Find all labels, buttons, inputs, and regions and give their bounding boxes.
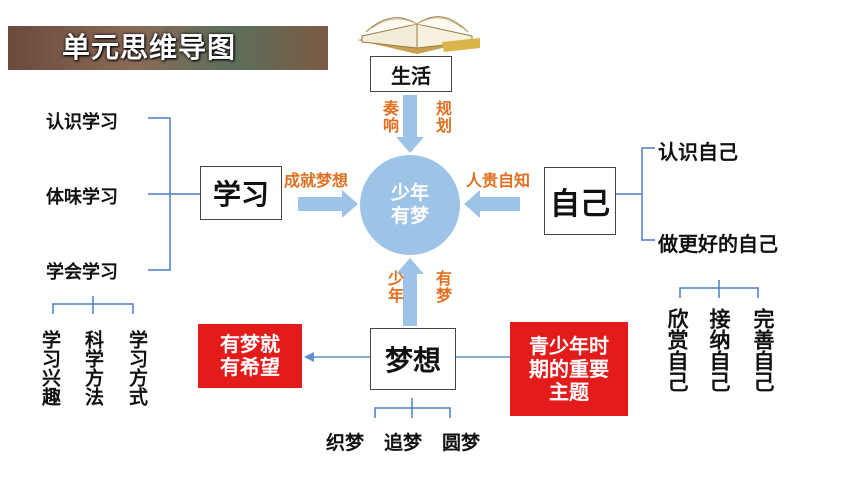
dream-sub-chase: 追梦: [384, 432, 423, 454]
label-have-dream: 有梦: [433, 270, 452, 304]
book-icon: [352, 2, 482, 62]
node-self-label: 自己: [550, 187, 610, 222]
node-life: 生活: [370, 56, 452, 92]
study-item-learn: 学会学习: [46, 262, 118, 283]
red-box-theme: 青少年时 期的重要 主题: [510, 322, 628, 416]
center-node: 少年 有梦: [360, 155, 460, 255]
self-sub-appreciate: 欣赏自己: [665, 308, 689, 392]
center-line2: 有梦: [390, 205, 429, 227]
node-self: 自己: [544, 167, 616, 235]
study-sub-method: 科学方法: [82, 330, 104, 406]
study-item-know: 认识学习: [46, 112, 118, 133]
study-item-experience: 体味学习: [46, 187, 118, 208]
red-box-theme-line1: 青少年时: [529, 333, 609, 358]
red-box-theme-line2: 期的重要: [529, 356, 609, 381]
center-line1: 少年: [390, 182, 429, 205]
red-box-hope-line1: 有梦就: [220, 332, 280, 356]
label-self-knowledge: 人贵自知: [466, 171, 531, 190]
node-study-label: 学习: [212, 178, 269, 211]
dream-sub-weave: 织梦: [326, 432, 365, 454]
node-dream: 梦想: [370, 328, 456, 390]
label-achieve-dream: 成就梦想: [284, 171, 349, 190]
self-item-know: 认识自己: [658, 140, 738, 164]
self-item-better: 做更好的自己: [658, 232, 778, 256]
node-dream-label: 梦想: [384, 344, 441, 377]
study-sub-style: 学习方式: [126, 330, 148, 406]
study-sub-interest: 学习兴趣: [39, 330, 61, 406]
label-plan: 规划: [433, 100, 452, 134]
dream-sub-fulfill: 圆梦: [442, 432, 481, 454]
node-life-label: 生活: [391, 63, 431, 88]
page-title: 单元思维导图: [62, 31, 237, 64]
label-play: 奏响: [380, 100, 399, 134]
title-banner-image: [8, 26, 328, 70]
red-box-theme-line3: 主题: [549, 379, 589, 404]
red-box-hope-line2: 有希望: [220, 355, 280, 379]
red-box-hope: 有梦就 有希望: [198, 324, 302, 388]
node-study: 学习: [200, 166, 282, 220]
label-youth: 少年: [385, 270, 404, 304]
self-sub-improve: 完善自己: [751, 308, 775, 392]
self-sub-accept: 接纳自己: [707, 308, 731, 392]
